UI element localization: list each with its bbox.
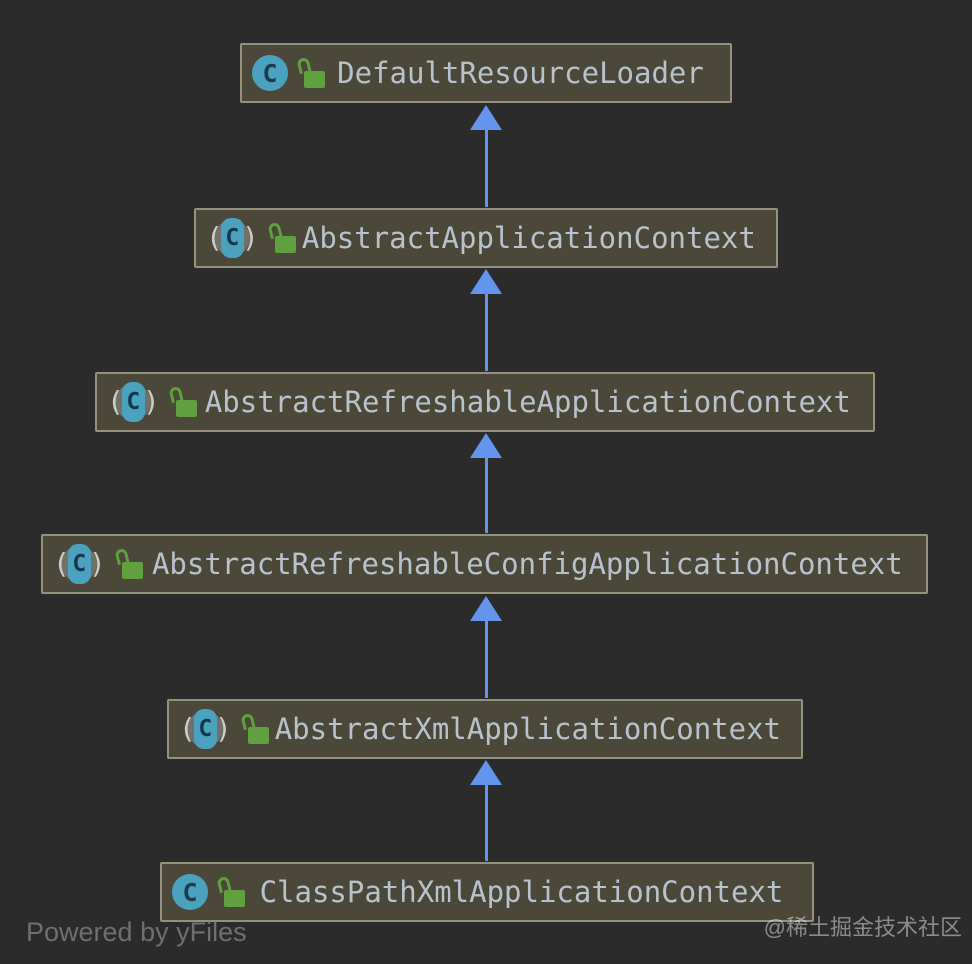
arrowhead-up-icon — [470, 105, 502, 130]
paren-close: ) — [241, 221, 259, 254]
arrow-shaft — [484, 458, 488, 533]
class-name-label: AbstractRefreshableApplicationContext — [204, 384, 851, 419]
node-abstract-refreshable-application-context[interactable]: ( C ) AbstractRefreshableApplicationCont… — [95, 372, 875, 432]
class-icon: C — [252, 55, 288, 91]
unlocked-padlock-icon — [298, 58, 325, 88]
class-icon: C — [172, 874, 208, 910]
node-icons: ( C ) — [206, 217, 296, 259]
unlocked-padlock-icon — [116, 549, 143, 579]
node-icons: C — [172, 874, 245, 910]
inheritance-arrow — [469, 105, 503, 207]
abstract-class-icon: ( C ) — [179, 708, 232, 750]
class-name-label: AbstractXmlApplicationContext — [274, 711, 782, 746]
node-icons: ( C ) — [107, 381, 197, 423]
unlocked-padlock-icon — [218, 877, 245, 907]
abstract-class-icon: ( C ) — [107, 381, 160, 423]
unlocked-padlock-icon — [170, 387, 197, 417]
arrowhead-up-icon — [470, 269, 502, 294]
unlocked-padlock-icon — [269, 223, 296, 253]
arrow-shaft — [484, 294, 488, 371]
paren-open: ( — [53, 547, 70, 580]
inheritance-arrow — [469, 269, 503, 371]
class-name-label: DefaultResourceLoader — [337, 55, 704, 90]
node-icons: ( C ) — [53, 543, 143, 585]
paren-open: ( — [179, 712, 196, 745]
arrow-shaft — [484, 130, 488, 207]
inheritance-arrow — [469, 760, 503, 861]
abstract-class-icon: ( C ) — [206, 217, 259, 259]
node-abstract-application-context[interactable]: ( C ) AbstractApplicationContext — [194, 208, 778, 268]
node-abstract-refreshable-config-application-context[interactable]: ( C ) AbstractRefreshableConfigApplicati… — [41, 534, 928, 594]
inheritance-arrow — [469, 596, 503, 698]
class-name-label: AbstractRefreshableConfigApplicationCont… — [151, 546, 903, 581]
class-name-label: ClassPathXmlApplicationContext — [259, 874, 784, 909]
class-letter: C — [121, 382, 145, 422]
inheritance-arrow — [469, 433, 503, 533]
class-letter: C — [67, 544, 91, 584]
node-icons: C — [252, 55, 325, 91]
paren-open: ( — [107, 385, 124, 418]
arrowhead-up-icon — [470, 760, 502, 785]
node-abstract-xml-application-context[interactable]: ( C ) AbstractXmlApplicationContext — [167, 699, 803, 759]
arrow-shaft — [484, 785, 488, 861]
class-letter: C — [220, 218, 244, 258]
node-class-path-xml-application-context[interactable]: C ClassPathXmlApplicationContext — [160, 862, 814, 922]
paren-close: ) — [142, 385, 160, 418]
watermark-text: @稀土掘金技术社区 — [763, 915, 962, 940]
class-name-label: AbstractApplicationContext — [301, 220, 756, 255]
arrow-shaft — [484, 621, 488, 698]
class-letter: C — [193, 709, 217, 749]
powered-by-yfiles-link[interactable]: Powered by yFiles — [26, 917, 247, 947]
node-icons: ( C ) — [179, 708, 269, 750]
unlocked-padlock-icon — [242, 714, 269, 744]
abstract-class-icon: ( C ) — [53, 543, 106, 585]
arrowhead-up-icon — [470, 596, 502, 621]
node-default-resource-loader[interactable]: C DefaultResourceLoader — [240, 43, 732, 103]
paren-close: ) — [88, 547, 106, 580]
arrowhead-up-icon — [470, 433, 502, 458]
paren-open: ( — [206, 221, 223, 254]
paren-close: ) — [214, 712, 232, 745]
